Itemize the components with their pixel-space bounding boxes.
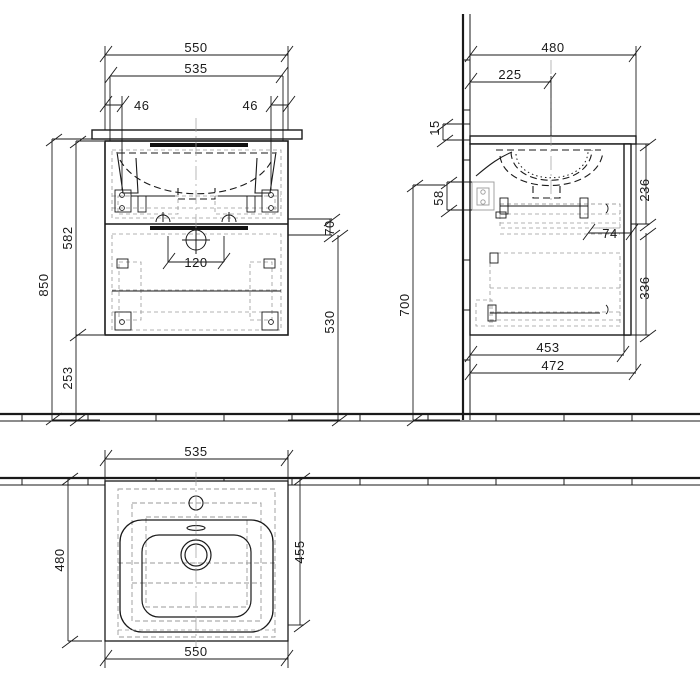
dim-front-handle-gap: 70 [322,220,337,235]
dim-front-floor-clearance: 253 [60,366,75,389]
plan-cabinet-outline [104,480,289,642]
dim-front-left-offset: 46 [134,98,149,113]
dim-side-wall-bracket: 58 [431,190,446,205]
side-upper-drawer-internals [499,203,621,235]
front-view-dimensions [45,45,349,427]
side-front-panel [623,143,632,336]
front-upper-runner-hardware [114,189,279,213]
side-basin-hidden-profile [496,149,604,199]
front-lower-runner-hardware [112,258,281,331]
side-elevation-view [469,60,637,336]
plan-view-dimensions [61,449,311,668]
side-upper-runner [495,197,609,219]
dim-front-cabinet-width: 535 [184,61,207,76]
dim-front-right-offset: 46 [243,98,258,113]
dim-front-lower-height: 530 [322,310,337,333]
dim-side-cabinet-depth: 453 [536,340,559,355]
dim-front-unit-height: 582 [60,226,75,249]
side-cabinet-body [469,143,631,336]
side-wall-bracket [471,181,495,211]
dim-side-top-gap: 15 [427,120,442,135]
dim-side-top-depth: 472 [541,358,564,373]
side-lower-drawer-internals [475,252,621,327]
dim-side-upper-drawer: 236 [637,178,652,201]
side-basin-dotted-inner [515,151,589,179]
side-view-dimensions [406,45,657,427]
plan-basin-bowl [141,534,252,618]
dim-side-mounting-height: 700 [397,293,412,316]
dim-plan-cabinet-width: 535 [184,444,207,459]
front-basin-outline [118,152,275,200]
dim-plan-overall-depth: 480 [52,548,67,571]
wall-line-side-elevation [461,14,471,420]
dim-front-overall-width: 550 [184,40,207,55]
dim-side-overall-depth: 480 [541,40,564,55]
front-lower-handle [150,226,248,230]
plan-basin-outer [119,519,274,633]
dim-side-lower-drawer: 336 [637,276,652,299]
plan-top-view [104,472,289,648]
side-countertop [469,135,637,145]
front-dimension-labels: 550 535 46 46 850 582 253 70 530 120 [36,40,337,390]
plan-dimension-labels: 535 550 480 455 [52,444,307,659]
front-upper-drawer-feet [155,212,237,223]
front-elevation-view [91,118,303,336]
plan-hidden-drawers [117,488,276,638]
dim-side-basin-offset: 225 [498,67,521,82]
front-upper-handle [150,143,248,147]
dim-plan-overall-width: 550 [184,644,207,659]
dim-side-gap: 74 [602,226,617,241]
front-basin-sides [116,151,277,194]
front-countertop [91,129,303,140]
side-basin-profile [475,151,513,177]
floor-line-elevation [0,412,700,422]
dim-front-waste-offset: 120 [184,255,207,270]
dim-plan-cabinet-depth: 455 [292,540,307,563]
dim-front-total-height: 850 [36,273,51,296]
side-lower-runner [487,252,609,322]
side-dimension-labels: 480 225 15 58 700 236 74 336 453 472 [397,40,652,373]
front-waste-outlet [182,226,210,254]
